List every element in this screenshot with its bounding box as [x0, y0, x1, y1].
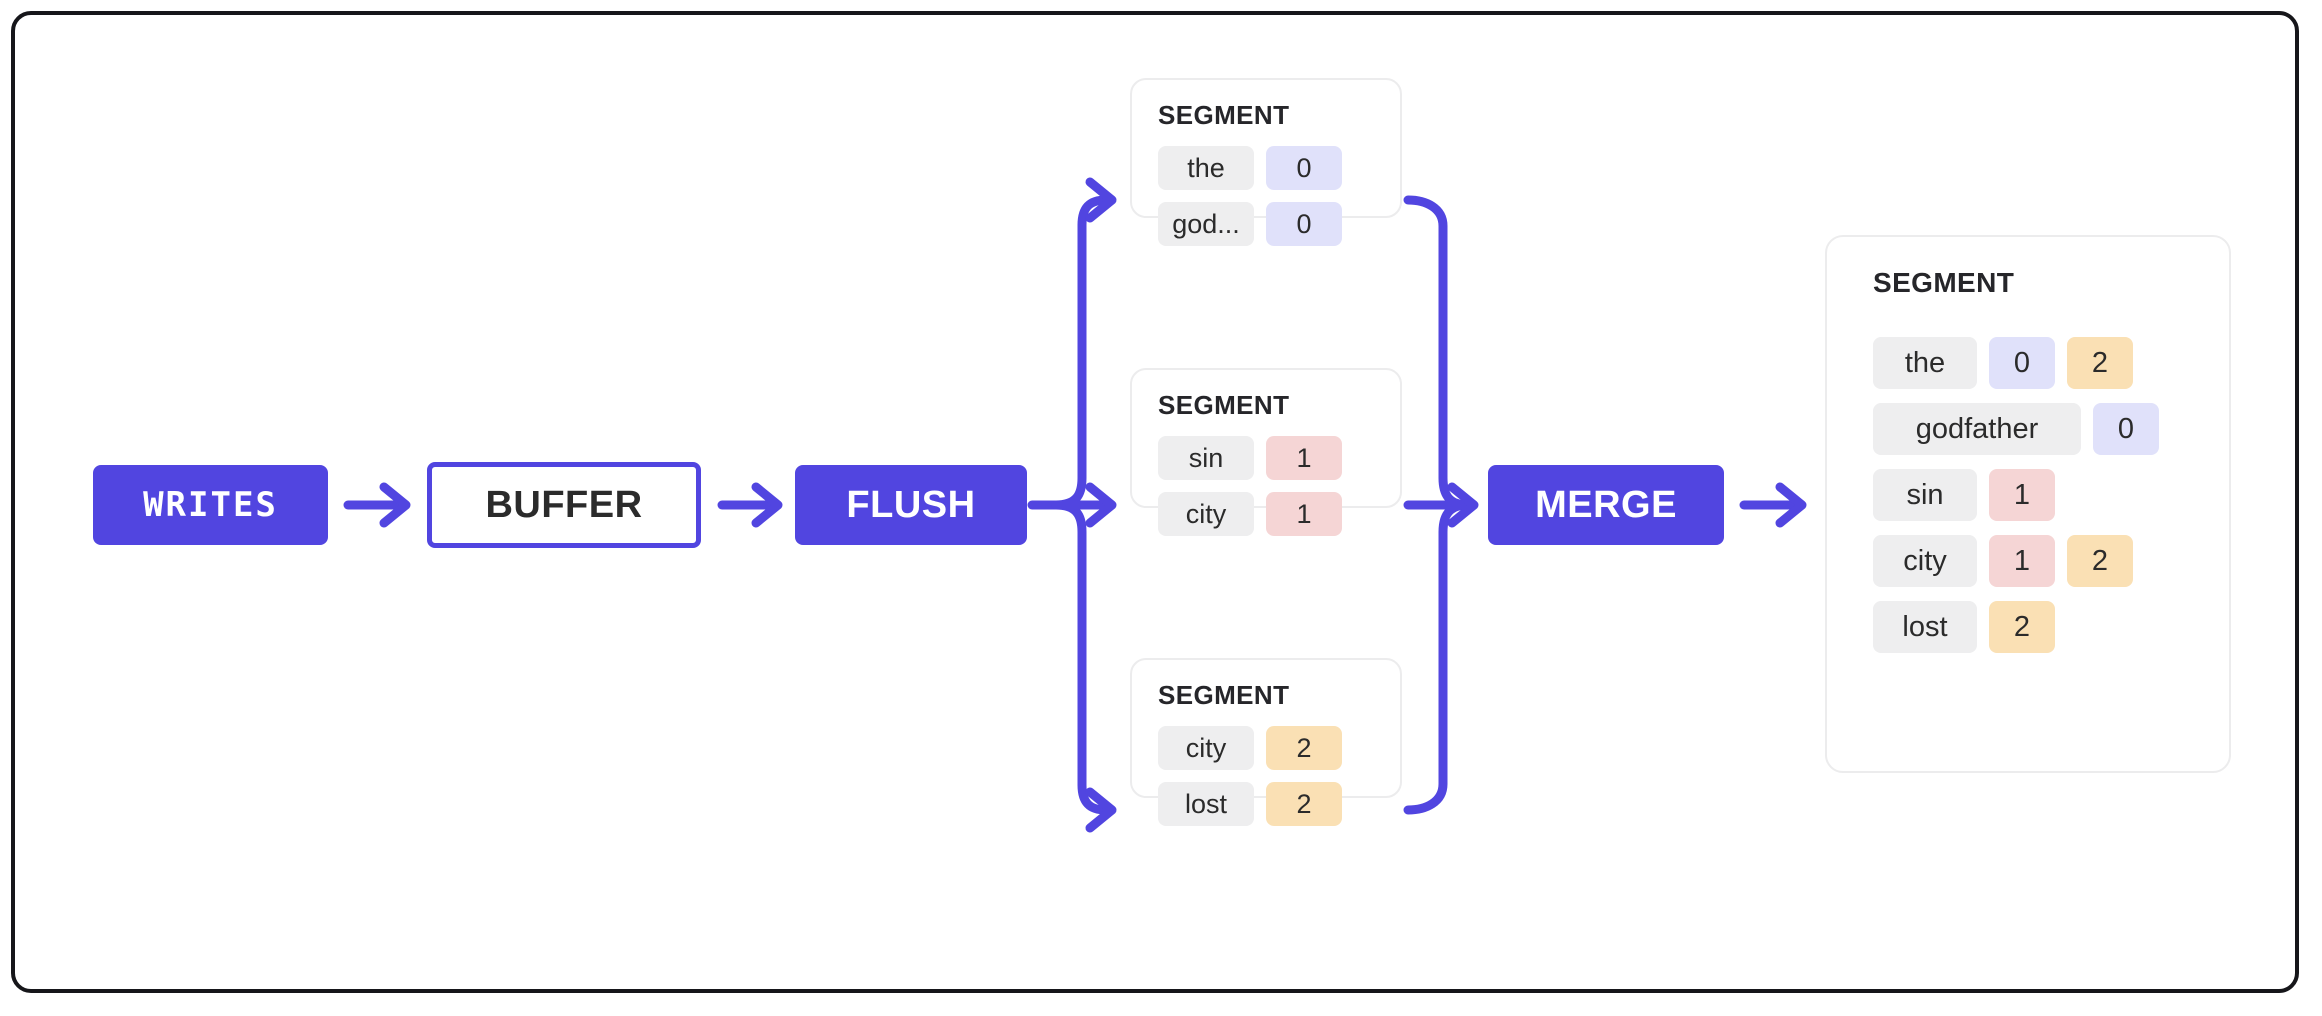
segment-row-value: 1: [1266, 436, 1342, 480]
stage-label-merge: MERGE: [1535, 484, 1677, 526]
segment-card-3[interactable]: SEGMENT city 2 lost 2: [1130, 658, 1402, 826]
segment-row-value: 2: [2067, 337, 2133, 389]
segment-row-value: 0: [1266, 202, 1342, 246]
segment-row-value: 2: [2067, 535, 2133, 587]
segment-row: the 0: [1158, 146, 1342, 190]
segment-row-key: city: [1158, 492, 1254, 536]
segment-row-value: 2: [1989, 601, 2055, 653]
stage-box-flush[interactable]: FLUSH: [795, 465, 1027, 545]
stage-label-writes: WRITES: [143, 485, 278, 525]
segment-card-2[interactable]: SEGMENT sin 1 city 1: [1130, 368, 1402, 536]
segment-row-key: the: [1158, 146, 1254, 190]
segment-row-value: 1: [1266, 492, 1342, 536]
segment-row-value: 0: [1266, 146, 1342, 190]
segment-card-3-rows: city 2 lost 2: [1158, 726, 1342, 826]
segment-row: city 1: [1158, 492, 1342, 536]
segment-row-key: godfather: [1873, 403, 2081, 455]
segment-row-key: sin: [1873, 469, 1977, 521]
segment-row-value: 0: [1989, 337, 2055, 389]
segment-row-key: god...: [1158, 202, 1254, 246]
segment-card-1-title: SEGMENT: [1158, 100, 1290, 130]
segment-row-key: city: [1158, 726, 1254, 770]
segment-row-key: lost: [1873, 601, 1977, 653]
stage-box-buffer[interactable]: BUFFER: [427, 462, 701, 548]
segment-card-2-rows: sin 1 city 1: [1158, 436, 1342, 536]
segment-card-2-title: SEGMENT: [1158, 390, 1290, 420]
stage-label-flush: FLUSH: [846, 484, 976, 526]
segment-card-1-rows: the 0 god... 0: [1158, 146, 1342, 246]
segment-row-value: 2: [1266, 782, 1342, 826]
segment-row: sin 1: [1158, 436, 1342, 480]
segment-row-value: 1: [1989, 535, 2055, 587]
segment-row: city 2: [1158, 726, 1342, 770]
segment-row-key: city: [1873, 535, 1977, 587]
segment-row-value: 0: [2093, 403, 2159, 455]
segment-row-key: the: [1873, 337, 1977, 389]
segment-card-3-title: SEGMENT: [1158, 680, 1290, 710]
segment-card-1[interactable]: SEGMENT the 0 god... 0: [1130, 78, 1402, 246]
segment-row-key: lost: [1158, 782, 1254, 826]
segment-row-value: 1: [1989, 469, 2055, 521]
segment-row-key: sin: [1158, 436, 1254, 480]
stage-box-writes[interactable]: WRITES: [93, 465, 328, 545]
segment-row: lost 2: [1158, 782, 1342, 826]
merged-segment-title: SEGMENT: [1873, 267, 2015, 298]
segment-row: god... 0: [1158, 202, 1342, 246]
segment-row-value: 2: [1266, 726, 1342, 770]
stage-label-buffer: BUFFER: [485, 484, 643, 526]
stage-box-merge[interactable]: MERGE: [1488, 465, 1724, 545]
